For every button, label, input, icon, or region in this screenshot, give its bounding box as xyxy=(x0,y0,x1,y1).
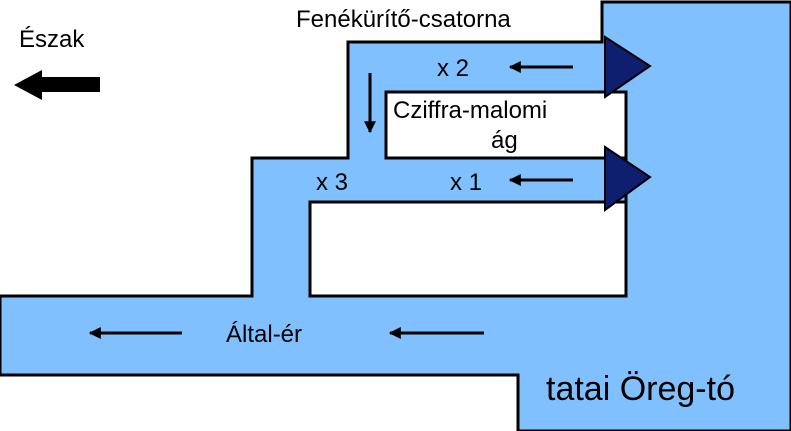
marker-x2: x 2 xyxy=(437,55,469,82)
lower-island xyxy=(308,200,628,298)
marker-x3: x 3 xyxy=(316,169,348,196)
gate-upper xyxy=(604,35,652,99)
branch-label-line2: ág xyxy=(491,127,518,154)
north-label: Észak xyxy=(19,26,85,53)
lake-label: tatai Öreg-tó xyxy=(546,370,735,408)
north-arrow-icon xyxy=(14,70,100,100)
gate-lower xyxy=(604,145,652,212)
branch-label-line1: Cziffra-malomi xyxy=(393,97,547,124)
marker-x1: x 1 xyxy=(450,169,482,196)
altal-er-label: Által-ér xyxy=(226,321,302,348)
bottom-channel-label: Fenékürítő-csatorna xyxy=(296,6,511,33)
